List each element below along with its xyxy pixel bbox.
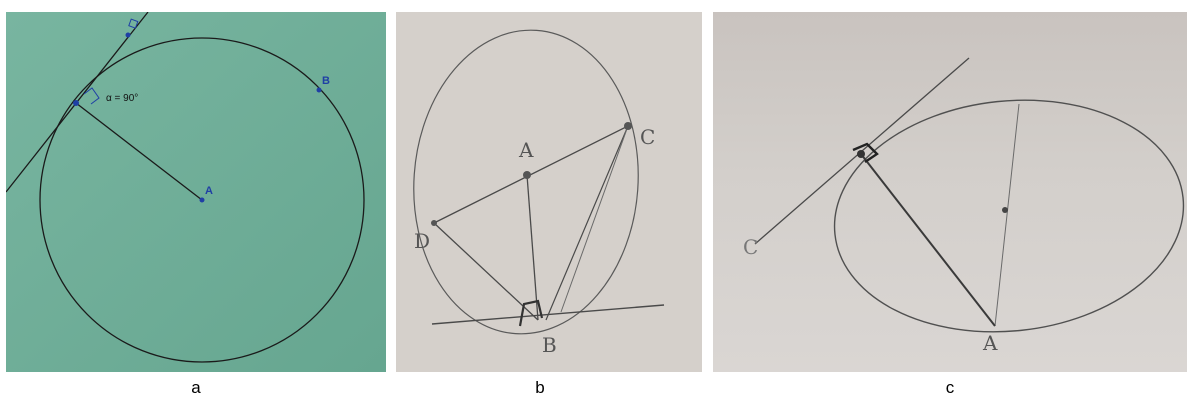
figure-b-label-d: D <box>414 229 430 253</box>
figure-b-label-c: C <box>640 125 655 149</box>
figure-b-label-a: A <box>518 138 534 162</box>
figure-c-diameter <box>994 103 1020 327</box>
figure-b-right-angle-marker <box>518 299 544 327</box>
figure-a-label-a: A <box>205 185 213 197</box>
figure-a-line-point <box>125 32 131 38</box>
figure-b-radius <box>526 174 539 321</box>
figure-a-radius <box>75 102 203 201</box>
figure-a-angle-label: α = 90° <box>106 93 138 104</box>
figure-b-chord-cb-2 <box>560 125 629 313</box>
figure-c-background <box>713 12 1187 372</box>
figure-a-point-b <box>316 87 322 93</box>
figure-a-center-point <box>199 197 205 203</box>
figure-panel-a: A B α = 90° <box>6 12 386 372</box>
figure-b-chord-cb <box>545 125 629 321</box>
figure-c-tangent-point <box>857 150 865 158</box>
figure-a-circle <box>39 37 365 363</box>
figure-panel-b: A C D B <box>396 12 702 372</box>
figure-c-chord <box>860 153 996 327</box>
figure-c-ellipse <box>833 99 1185 333</box>
figure-a-drawing: A B α = 90° <box>6 12 386 372</box>
figure-c-drawing: A C <box>713 12 1187 372</box>
figure-panel-c: A C <box>713 12 1187 372</box>
figure-caption-c: c <box>945 378 955 397</box>
figure-b-drawing: A C D B <box>396 12 702 372</box>
figure-b-center-point <box>523 171 531 179</box>
figure-a-tangent-point <box>73 100 79 106</box>
figure-b-chord-db <box>433 222 539 321</box>
figure-c-center-point <box>1002 207 1008 213</box>
figure-c-label-c: C <box>743 235 758 259</box>
figure-b-point-c <box>624 122 632 130</box>
figure-b-point-d <box>431 220 437 226</box>
figure-a-background <box>6 12 386 372</box>
figure-c-label-a: A <box>982 331 998 355</box>
figure-caption-a: a <box>191 378 201 397</box>
figure-a-line-point-marker <box>128 18 139 29</box>
figure-b-background <box>396 12 702 372</box>
figure-c-right-angle-marker <box>852 142 879 163</box>
figure-b-diameter <box>433 125 629 224</box>
figure-b-circle <box>413 29 639 335</box>
figure-a-label-b: B <box>322 75 330 87</box>
figure-caption-b: b <box>535 378 545 397</box>
figure-a-right-angle-marker <box>83 87 100 105</box>
figure-b-label-b: B <box>542 333 557 357</box>
